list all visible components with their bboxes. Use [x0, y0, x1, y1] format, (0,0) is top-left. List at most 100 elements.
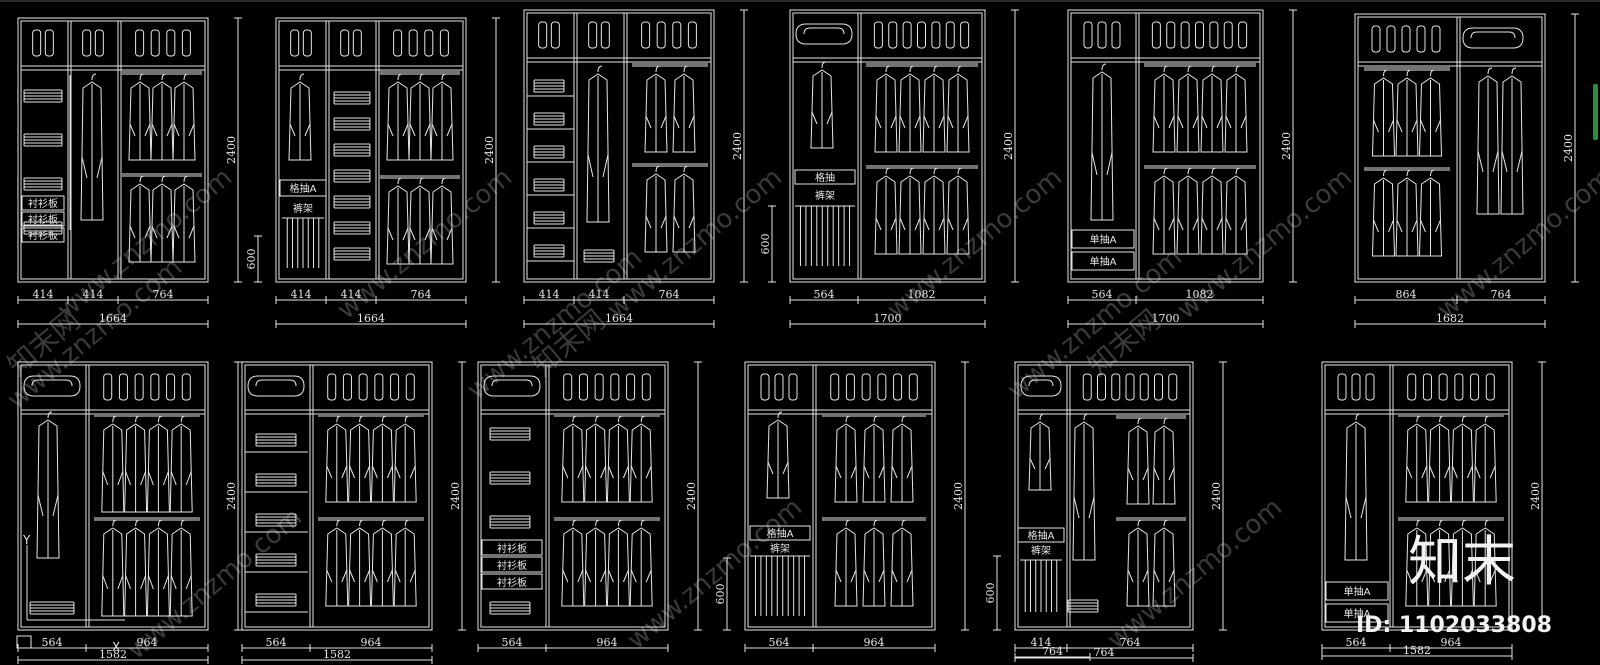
wardrobe-frame — [523, 9, 715, 283]
hanger-hook — [183, 73, 189, 81]
handle-slot — [82, 29, 92, 57]
garment-sleeve — [386, 465, 393, 479]
hanging-garment — [898, 167, 922, 255]
hanger-hook — [135, 415, 140, 423]
wardrobe-inner-frame — [526, 12, 712, 280]
garment-sleeve — [1106, 152, 1113, 176]
scrollbar-thumb[interactable] — [1593, 84, 1598, 140]
handle-slot — [118, 373, 128, 401]
shirt-board — [481, 573, 543, 590]
single-drawer-a — [1325, 581, 1389, 601]
handle-slot — [1168, 373, 1178, 401]
handle-slot — [1431, 25, 1441, 53]
hanging-garment — [1395, 69, 1419, 157]
dimension-label: 764 — [1491, 288, 1512, 301]
handle-slot — [873, 21, 883, 49]
hanger-hook — [1355, 413, 1361, 421]
hanger-hook — [161, 175, 167, 183]
garment-sleeve — [129, 225, 136, 239]
dimension-label: 1664 — [357, 312, 385, 325]
hanger-hook — [957, 167, 963, 175]
shirt-board — [481, 556, 543, 573]
folded-layer — [255, 482, 297, 487]
hanger-hook — [139, 175, 145, 183]
garment-sleeve — [1153, 115, 1160, 129]
wardrobe-inner-frame — [1017, 364, 1191, 628]
dimension-label: 2400 — [1562, 134, 1575, 162]
hanging-garment — [1344, 413, 1368, 561]
folded-layer — [489, 524, 531, 529]
garment-sleeve — [446, 227, 453, 241]
dimension-label: 564 — [1092, 288, 1113, 301]
handle-slot — [1125, 373, 1135, 401]
garment-sleeve — [326, 569, 333, 583]
handle-slot — [32, 29, 42, 57]
garment-sleeve — [585, 569, 592, 583]
garment-sleeve — [914, 115, 921, 129]
handle-slot — [563, 373, 573, 401]
garment-body — [146, 423, 170, 513]
hanger-hook — [595, 415, 600, 423]
hanger-hook — [112, 415, 117, 423]
hanger-hook — [1439, 415, 1444, 423]
garment-sleeve — [1360, 496, 1367, 519]
hanger-hook — [1484, 415, 1490, 423]
dimension-label: 764 — [1120, 636, 1141, 649]
hanging-garment — [393, 415, 417, 503]
dimension-label: 2400 — [1210, 482, 1223, 510]
handle-slot — [1097, 21, 1107, 49]
handle-slot — [103, 373, 113, 401]
handle-slot — [1337, 373, 1347, 401]
handle-slot — [1083, 21, 1093, 49]
garment-sleeve — [431, 227, 438, 241]
folded-layer — [333, 152, 371, 157]
garment-sleeve — [349, 465, 356, 479]
garment-sleeve — [577, 465, 584, 479]
dimension-label: 414 — [291, 288, 312, 301]
hanging-garment — [101, 519, 125, 617]
dimension-label: 2400 — [225, 482, 238, 510]
hanging-garment — [1418, 69, 1443, 157]
garment-sleeve — [424, 123, 431, 137]
hanging-garment — [386, 177, 410, 265]
garment-body — [124, 527, 148, 617]
handle-slot — [439, 29, 449, 57]
hanger-hook — [933, 65, 939, 73]
garment-body — [169, 527, 193, 617]
hanger-hook — [180, 519, 186, 527]
garment-sleeve — [914, 217, 921, 231]
hanging-garment — [862, 415, 886, 503]
handle-slot — [774, 373, 784, 401]
garment-sleeve — [1474, 569, 1481, 583]
hanger-hook — [1137, 417, 1143, 425]
hanger-hook — [1484, 519, 1490, 527]
garment-sleeve — [1127, 569, 1134, 583]
hanger-hook — [381, 519, 387, 527]
hanging-garment — [348, 415, 372, 503]
hanger-hook — [1416, 519, 1421, 527]
handle-slot — [641, 373, 651, 401]
handle-slot — [150, 373, 160, 401]
hanging-garment — [644, 165, 668, 253]
garment-sleeve — [947, 115, 954, 129]
garment-sleeve — [600, 465, 607, 479]
wardrobe-frame — [789, 9, 986, 283]
garment-sleeve — [1451, 465, 1458, 479]
handle-slot — [1154, 373, 1163, 401]
garment-sleeve — [1429, 465, 1436, 479]
dimension-label: 2400 — [1002, 132, 1015, 160]
hanger-hook — [845, 519, 851, 527]
folded-clothes — [489, 427, 531, 441]
garment-sleeve — [341, 465, 348, 479]
garment-sleeve — [1466, 569, 1473, 583]
hanging-garment — [629, 519, 653, 607]
hanging-garment — [1395, 169, 1419, 257]
garment-sleeve — [811, 111, 818, 125]
garment-sleeve — [660, 115, 667, 129]
hanger-hook — [404, 519, 410, 527]
dimension-label: 1664 — [605, 312, 633, 325]
folded-clothes — [583, 249, 615, 263]
handle-slot — [424, 29, 434, 57]
